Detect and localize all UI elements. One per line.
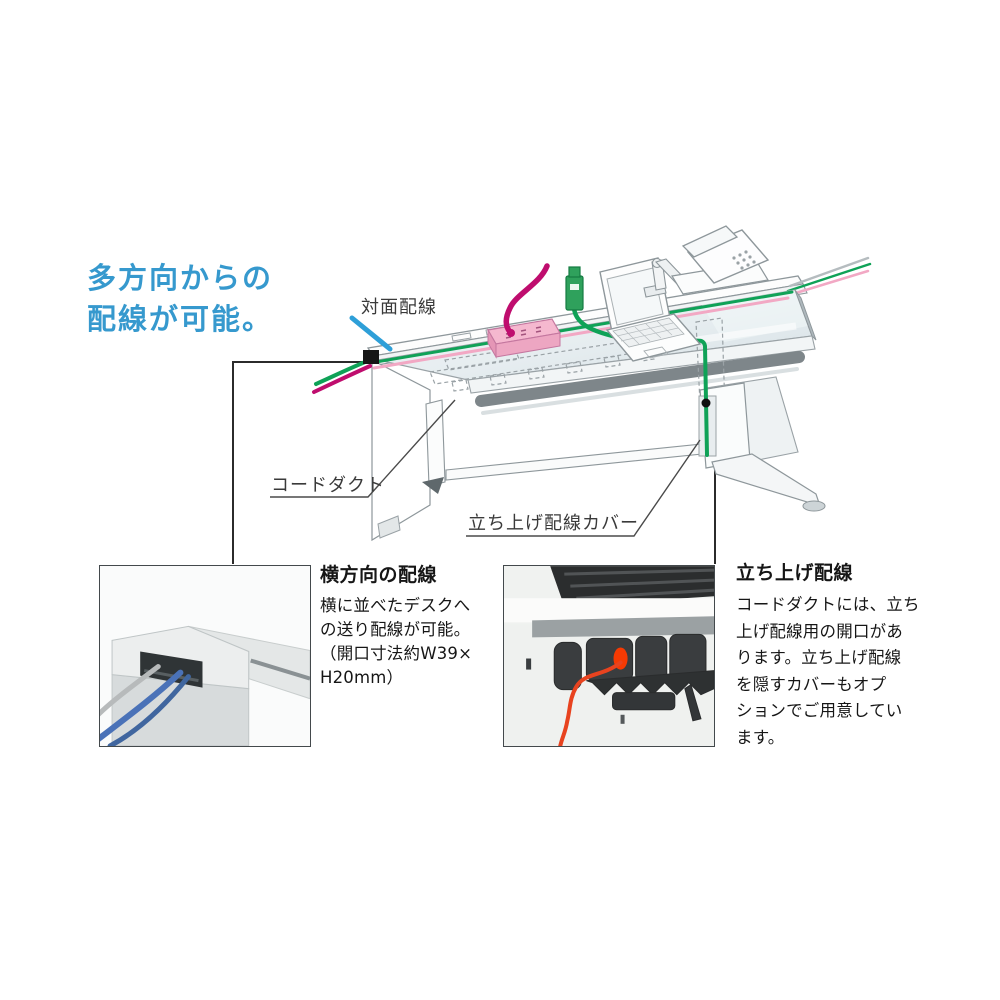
section-sideways-title: 横方向の配線 — [320, 564, 438, 586]
label-leader-lines — [270, 315, 701, 537]
magenta-cable — [503, 263, 550, 335]
photo-sideways-wiring-art — [100, 566, 310, 746]
page-title: 多方向からの 配線が可能。 — [87, 258, 273, 340]
page-title-line1: 多方向からの — [87, 261, 274, 295]
section-riser-title: 立ち上げ配線 — [736, 562, 854, 584]
section-riser-wiring: 立ち上げ配線 コードダクトには、立ち 上げ配線用の開口があ ります。立ち上げ配線… — [736, 558, 936, 751]
blue-cable — [100, 669, 184, 742]
cord-duct-underside — [553, 633, 714, 722]
blue-leader-line — [349, 315, 393, 352]
phone-keypad — [732, 250, 756, 270]
desk-left-leg — [371, 359, 703, 542]
label-riser-cover: 立ち上げ配線カバー — [468, 513, 639, 534]
photo-riser-wiring-art — [504, 566, 714, 746]
section-sideways-wiring: 横方向の配線 横に並べたデスクへ の送り配線が可能。 （開口寸法約W39× H2… — [320, 560, 488, 690]
photo-riser-wiring — [503, 565, 715, 747]
photo-sideways-wiring — [99, 565, 311, 747]
red-cable — [558, 660, 623, 746]
section-riser-body: コードダクトには、立ち 上げ配線用の開口があ ります。立ち上げ配線 を隠すカバー… — [736, 595, 920, 747]
power-strip — [487, 263, 561, 359]
label-cord-duct: コードダクト — [271, 475, 385, 496]
cable-bundle-right — [784, 256, 872, 298]
desk-right-leg — [699, 376, 826, 512]
callout-dot — [701, 398, 711, 408]
page-title-line2: 配線が可能。 — [87, 302, 274, 336]
section-sideways-body: 横に並べたデスクへ の送り配線が可能。 （開口寸法約W39× H20mm） — [320, 596, 473, 687]
label-facing-wiring: 対面配線 — [361, 297, 437, 318]
gray-cable — [100, 664, 161, 717]
laptop — [599, 257, 702, 362]
telephone — [643, 225, 770, 298]
side-cable-opening — [363, 350, 379, 364]
